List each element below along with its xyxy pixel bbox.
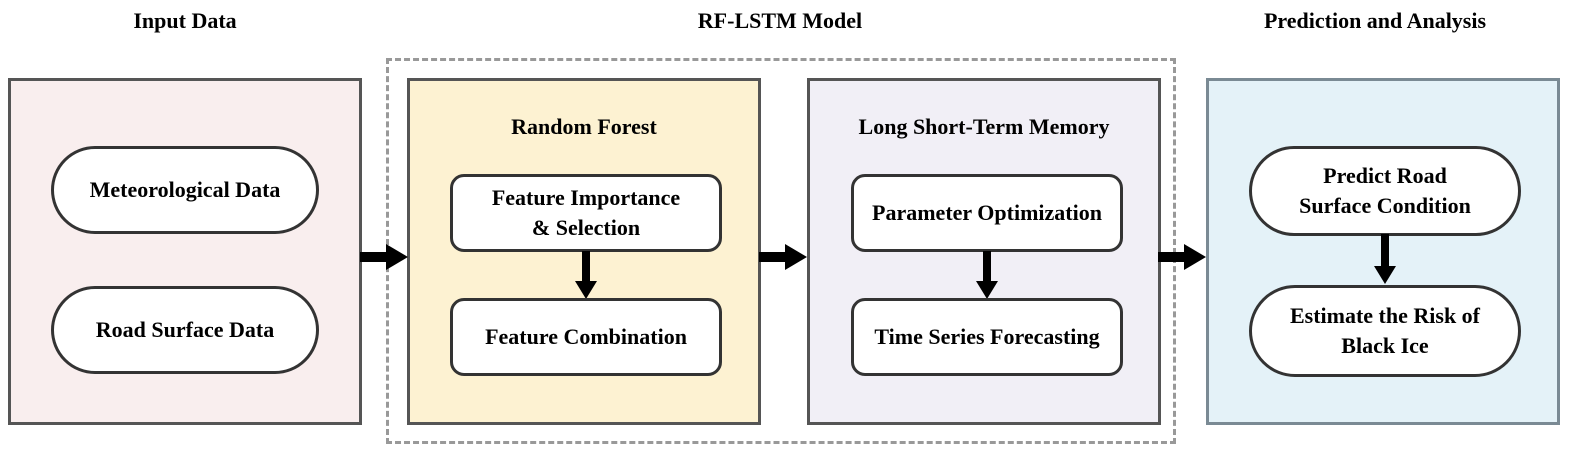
meteorological-data-node: Meteorological Data	[51, 146, 319, 234]
estimate-black-ice-risk-node: Estimate the Risk of Black Ice	[1249, 285, 1521, 377]
heading-rf-lstm-model: RF-LSTM Model	[697, 8, 863, 33]
heading-input-data: Input Data	[133, 8, 237, 33]
input-data-panel: Meteorological Data Road Surface Data	[8, 78, 362, 425]
feature-importance-selection-node: Feature Importance & Selection	[450, 174, 722, 252]
feature-combination-node: Feature Combination	[450, 298, 722, 376]
time-series-forecasting-node: Time Series Forecasting	[851, 298, 1123, 376]
lstm-to-prediction-arrow	[1158, 244, 1206, 270]
lstm-panel: Long Short-Term Memory Parameter Optimiz…	[807, 78, 1161, 425]
road-surface-data-node: Road Surface Data	[51, 286, 319, 374]
rf-to-lstm-arrow	[759, 244, 807, 270]
input-to-rf-arrow	[360, 244, 408, 270]
prediction-analysis-panel: Predict Road Surface Condition Estimate …	[1206, 78, 1560, 425]
predict-road-surface-condition-node: Predict Road Surface Condition	[1249, 146, 1521, 236]
prediction-down-arrow	[1374, 234, 1396, 284]
random-forest-panel: Random Forest Feature Importance & Selec…	[407, 78, 761, 425]
parameter-optimization-node: Parameter Optimization	[851, 174, 1123, 252]
lstm-down-arrow	[976, 251, 998, 299]
random-forest-title: Random Forest	[511, 114, 657, 139]
lstm-title: Long Short-Term Memory	[858, 114, 1110, 139]
rf-down-arrow	[575, 251, 597, 299]
heading-prediction-analysis: Prediction and Analysis	[1263, 8, 1487, 33]
